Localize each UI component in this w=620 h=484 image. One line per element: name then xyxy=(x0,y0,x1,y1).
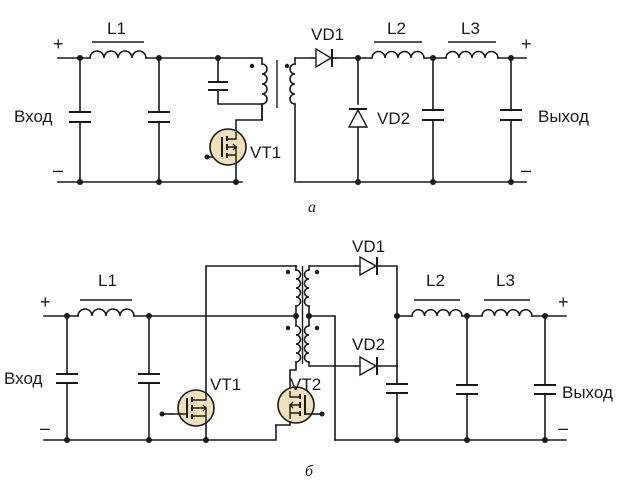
diagram-b-inductor-l3 xyxy=(481,299,533,317)
diagram-b-input-plus: + xyxy=(40,292,51,312)
diagram-b-l2-label: L2 xyxy=(426,271,445,290)
diagram-b-transistor-vt2 xyxy=(277,386,315,424)
diagram-b-caption: б xyxy=(305,463,314,480)
diagram-b-output-plus: + xyxy=(558,292,569,312)
diagram-b-input-label: Вход xyxy=(4,369,43,388)
diagram-a-diode-vd2 xyxy=(347,108,369,128)
diagram-a-l2-label: L2 xyxy=(387,19,406,38)
diagram-b-l3-label: L3 xyxy=(496,271,515,290)
diagram-b-transformer xyxy=(285,266,320,364)
diagram-b-labels: + – + – Вход Выход L1 L2 L3 VD1 VD2 VT1 … xyxy=(4,237,613,480)
diagram-b-inductor-l2 xyxy=(411,299,463,317)
diagram-a-vt1-label: VT1 xyxy=(250,143,281,162)
diagram-b-diode-vd1 xyxy=(355,255,381,277)
diagram-a-l1-label: L1 xyxy=(107,19,126,38)
diagram-a-input-plus: + xyxy=(53,34,64,54)
diagram-a-wires xyxy=(57,57,527,183)
diagram-b-output-minus: – xyxy=(558,418,568,438)
diagram-a-capacitors xyxy=(69,81,522,123)
diagram-b-output-label: Выход xyxy=(562,383,613,402)
diagram-b-transistor-vt1 xyxy=(171,389,215,427)
diagram-b-capacitors xyxy=(56,373,556,395)
diagram-b-vd1-label: VD1 xyxy=(352,237,385,256)
diagram-a-transistor-vt1 xyxy=(209,128,247,166)
diagram-a-inductor-l1 xyxy=(89,41,147,59)
diagram-a-transformer xyxy=(249,60,296,108)
diagram-a: + – + – Вход Выход L1 L2 L3 VD1 VD2 VT1 … xyxy=(14,19,589,216)
diagram-a-labels: + – + – Вход Выход L1 L2 L3 VD1 VD2 VT1 … xyxy=(14,19,589,216)
diagram-b: + – + – Вход Выход L1 L2 L3 VD1 VD2 VT1 … xyxy=(4,237,613,480)
diagram-b-diode-vd2 xyxy=(355,355,381,377)
diagram-b-vt2-label: VT2 xyxy=(290,375,321,394)
diagram-a-input-minus: – xyxy=(53,160,63,180)
diagram-b-vd2-label: VD2 xyxy=(352,335,385,354)
diagram-a-inductor-l3 xyxy=(445,41,499,59)
diagram-a-caption: а xyxy=(308,199,316,216)
diagram-a-junctions xyxy=(77,55,514,185)
diagram-a-vd2-label: VD2 xyxy=(377,109,410,128)
diagram-b-junctions xyxy=(64,313,548,443)
diagram-a-inductor-l2 xyxy=(371,41,425,59)
diagram-a-output-minus: – xyxy=(521,160,531,180)
diagram-a-output-plus: + xyxy=(521,34,532,54)
diagram-a-diode-vd1 xyxy=(311,47,337,69)
diagram-b-input-minus: – xyxy=(40,418,50,438)
diagram-b-vt1-label: VT1 xyxy=(210,375,241,394)
diagram-b-l1-label: L1 xyxy=(98,271,117,290)
diagram-a-l3-label: L3 xyxy=(461,19,480,38)
diagram-b-wires xyxy=(43,265,567,441)
diagram-b-inductor-l1 xyxy=(77,299,135,317)
diagram-a-vd1-label: VD1 xyxy=(311,25,344,44)
diagram-a-output-label: Выход xyxy=(538,107,589,126)
diagram-a-input-label: Вход xyxy=(14,107,53,126)
